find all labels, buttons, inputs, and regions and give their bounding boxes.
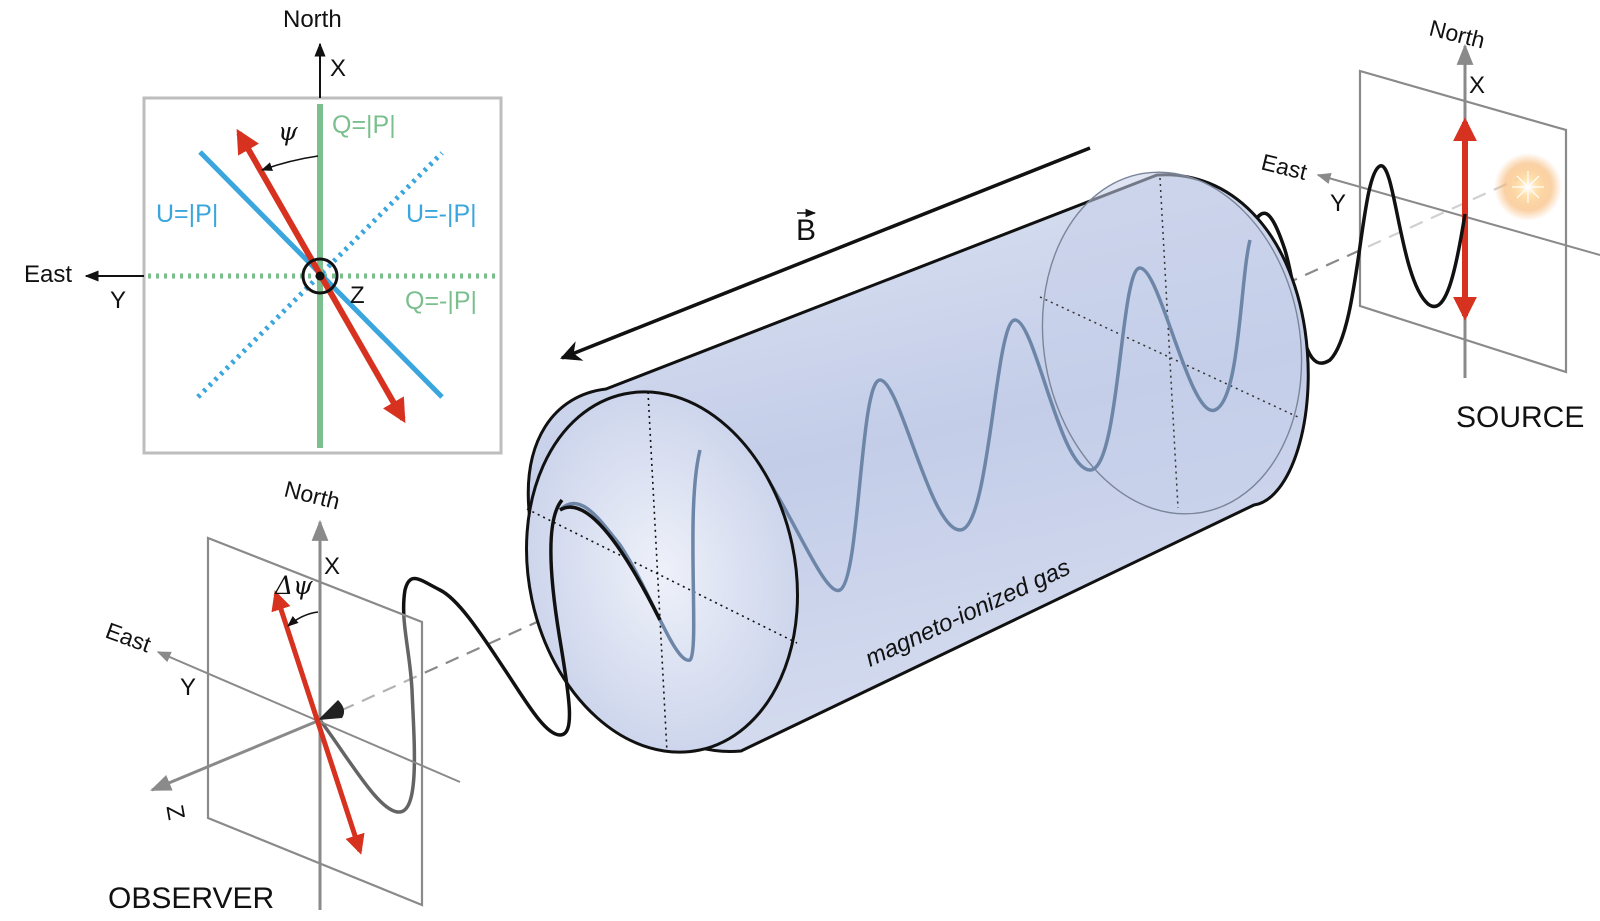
q-negative-label: Q=-|P| <box>405 287 477 315</box>
source-y-label: Y <box>1330 190 1346 217</box>
observer-y-label: Y <box>180 674 196 701</box>
z-axis-circle-icon <box>301 257 339 295</box>
source-star-icon <box>1512 171 1544 203</box>
observer-east-label: East <box>102 617 155 657</box>
q-positive-label: Q=|P| <box>332 111 396 139</box>
magnetic-field-arrow <box>560 146 1091 361</box>
near-cap-wave-dark <box>559 505 662 621</box>
inset-north-label: North <box>283 6 342 33</box>
delta-psi-label: Δψ <box>274 571 313 600</box>
psi-label: ψ <box>278 117 298 146</box>
outgoing-wave <box>318 498 572 814</box>
inset-east-label: East <box>24 261 72 288</box>
observer-title: OBSERVER <box>108 882 274 915</box>
gas-cylinder: magneto-ionized gas <box>525 171 1310 754</box>
observer-north-label: North <box>282 476 343 515</box>
u-negative-label: U=-|P| <box>406 200 477 228</box>
line-of-sight <box>319 176 1521 722</box>
z-axis-dot-icon <box>315 271 325 281</box>
inset-z-label: Z <box>350 282 365 309</box>
near-cap-cross-v <box>647 391 668 753</box>
observer-polarization-vector <box>271 590 365 855</box>
observer-z-label: Z <box>160 803 189 822</box>
incoming-wave <box>1248 164 1467 365</box>
delta-psi-arc <box>287 611 319 627</box>
source-panel: North X East Y SOURCE <box>1259 15 1600 434</box>
source-east-label: East <box>1259 149 1311 186</box>
observer-panel: North X East Y Z Δψ OBSERVER <box>102 476 461 915</box>
polarization-inset: North X East Y ψ Z Q=|P| U=|P| U=-|P| Q=… <box>24 6 503 455</box>
near-cap-wave <box>558 449 702 662</box>
source-x-label: X <box>1469 72 1485 99</box>
cylinder-far-cap <box>1041 171 1303 515</box>
near-cap-cross-h <box>526 508 798 644</box>
magnetic-field-label: B <box>796 214 816 247</box>
cylinder-near-cap <box>525 390 799 754</box>
far-cap-cross-v <box>1159 177 1179 509</box>
inset-y-label: Y <box>110 287 126 314</box>
source-north-label: North <box>1427 15 1488 54</box>
u-positive-label: U=|P| <box>156 200 218 228</box>
observer-x-label: X <box>324 553 340 580</box>
source-title: SOURCE <box>1456 401 1584 434</box>
inset-x-label: X <box>330 55 346 82</box>
psi-angle-arc <box>260 155 319 171</box>
